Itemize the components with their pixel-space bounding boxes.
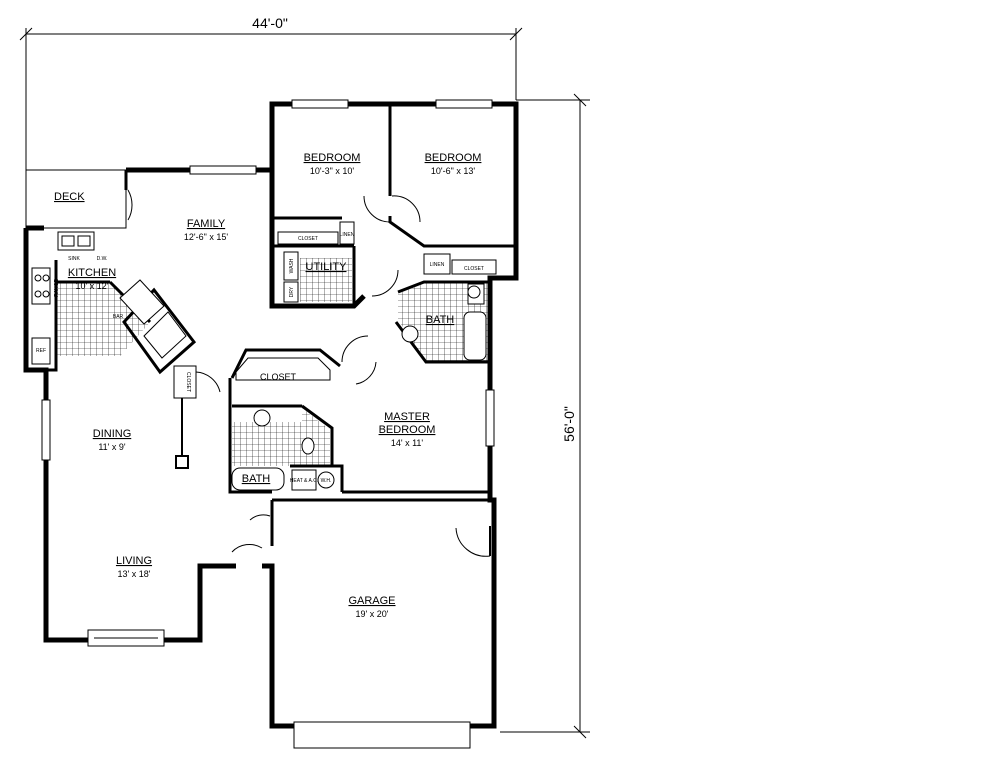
- closet-bed2-label: CLOSET: [298, 236, 318, 242]
- bar-label: BAR: [113, 314, 124, 320]
- ref-label: REF: [36, 348, 46, 354]
- dining-size: 11' x 9': [98, 442, 126, 452]
- linen-bed2-label: LINEN: [340, 232, 355, 238]
- kitchen-label: KITCHEN: [68, 267, 116, 279]
- living-size: 13' x 18': [118, 569, 151, 579]
- family-label: FAMILY: [187, 218, 226, 230]
- sink-label: SINK: [68, 256, 80, 262]
- windows: [41, 99, 495, 749]
- master-label-line1: MASTER: [384, 411, 430, 423]
- master-label-line2: BEDROOM: [379, 424, 436, 436]
- bedroom-2-size: 10'-3" x 10': [310, 166, 354, 176]
- kitchen-size: 10' x 12': [76, 281, 109, 291]
- garage-label: GARAGE: [348, 595, 395, 607]
- closet-bed3-label: CLOSET: [464, 266, 484, 272]
- bedroom-2-label: BEDROOM: [304, 152, 361, 164]
- fixtures: [31, 221, 497, 491]
- linen-bed3-label: LINEN: [430, 262, 445, 268]
- master-size: 14' x 11': [391, 438, 424, 448]
- closet-dining-label: CLOSET: [185, 372, 191, 392]
- wash-label: WASH: [289, 258, 295, 273]
- garage-size: 19' x 20': [356, 609, 389, 619]
- utility-label: UTILITY: [306, 261, 348, 273]
- range-label: RANGE: [54, 278, 60, 296]
- master-bath-label: BATH: [242, 473, 271, 485]
- overall-dimensions: [19, 27, 590, 739]
- family-size: 12'-6" x 15': [184, 232, 228, 242]
- living-label: LIVING: [116, 555, 152, 567]
- bedroom-3-label: BEDROOM: [425, 152, 482, 164]
- dw-label: D.W.: [97, 256, 108, 262]
- deck-label: DECK: [54, 191, 85, 203]
- depth-dimension-label: 56'-0": [561, 406, 577, 442]
- dining-label: DINING: [93, 428, 132, 440]
- wh-label: W.H.: [321, 478, 332, 484]
- hall-bath-label: BATH: [426, 314, 455, 326]
- dry-label: DRY: [289, 286, 295, 297]
- heat-ac-label: HEAT & A.C.: [290, 478, 318, 484]
- bedroom-3-size: 10'-6" x 13': [431, 166, 475, 176]
- doors: [127, 189, 491, 557]
- column-post: [175, 398, 189, 469]
- deck: [25, 169, 127, 229]
- closet-master-label: CLOSET: [260, 372, 297, 382]
- width-dimension-label: 44'-0": [252, 15, 288, 31]
